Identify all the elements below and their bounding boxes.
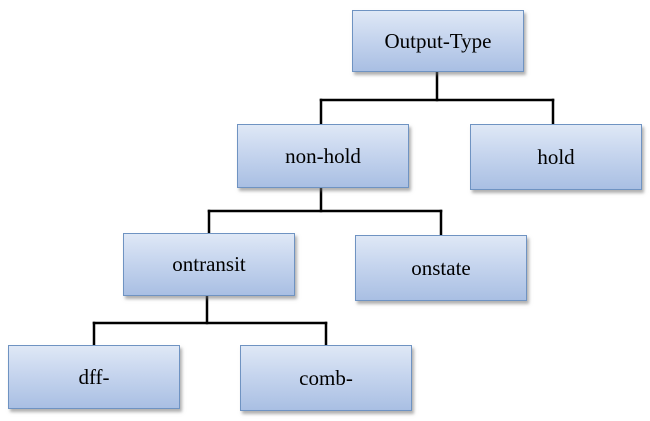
node-dff-label: dff-: [78, 364, 110, 389]
node-onstate-label: onstate: [411, 255, 471, 280]
node-non-hold: non-hold: [237, 124, 409, 188]
node-ontransit-label: ontransit: [172, 252, 246, 276]
node-output-type-label: Output-Type: [384, 28, 492, 53]
node-non-hold-label: non-hold: [285, 143, 361, 168]
node-hold: hold: [470, 124, 642, 190]
node-ontransit: ontransit: [123, 233, 295, 296]
node-output-type: Output-Type: [352, 10, 524, 72]
node-comb-label: comb-: [299, 365, 353, 390]
node-onstate: onstate: [355, 235, 527, 301]
node-comb: comb-: [240, 345, 412, 411]
node-dff: dff-: [8, 345, 180, 409]
node-hold-label: hold: [537, 144, 575, 169]
